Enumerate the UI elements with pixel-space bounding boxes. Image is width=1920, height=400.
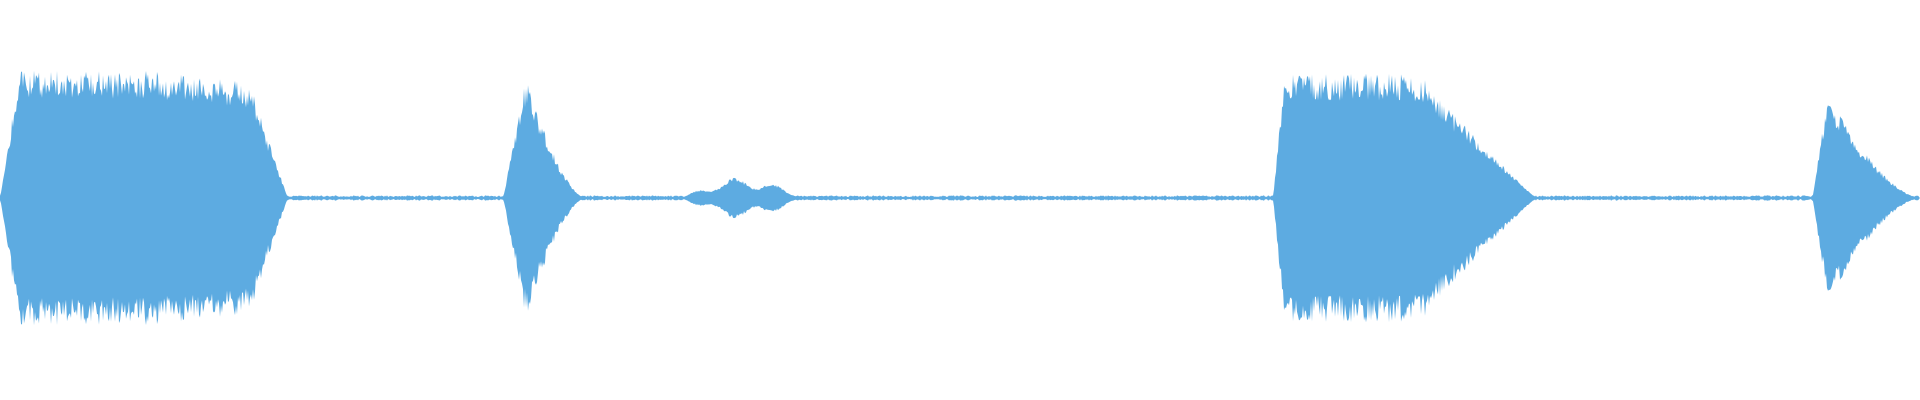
waveform-clip-2[interactable] [503,68,586,328]
waveform-group [0,68,1920,328]
waveform-clip-4[interactable] [1273,68,1536,328]
waveform-clip-3[interactable] [682,68,803,328]
waveform-clip-1[interactable] [0,68,288,328]
waveform-clip-5[interactable] [1812,68,1920,328]
